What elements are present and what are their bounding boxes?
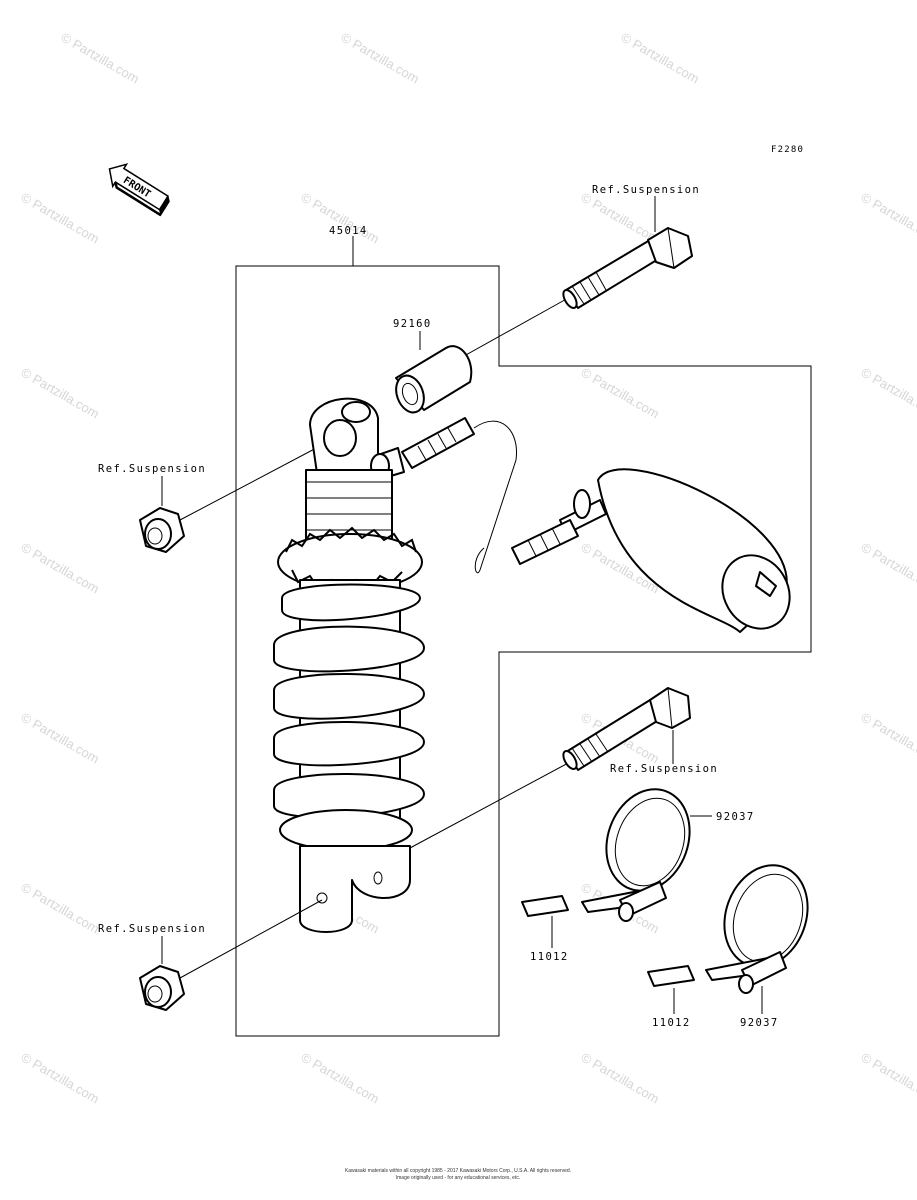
callout-ref-top-bolt: Ref.Suspension xyxy=(592,184,700,196)
callout-45014: 45014 xyxy=(329,225,368,237)
assembly-group-outline xyxy=(235,265,812,1037)
watermark: © Partzilla.com xyxy=(19,710,102,767)
watermark: © Partzilla.com xyxy=(579,1050,662,1107)
watermark: © Partzilla.com xyxy=(859,710,917,767)
watermark: © Partzilla.com xyxy=(19,880,102,937)
callout-92160: 92160 xyxy=(393,318,432,330)
footer-notice: Image originally used - for any educatio… xyxy=(396,1175,521,1181)
top-nut xyxy=(139,444,323,553)
callout-92037-lower: 92037 xyxy=(740,1017,779,1029)
watermark: © Partzilla.com xyxy=(299,1050,382,1107)
watermark: © Partzilla.com xyxy=(19,540,102,597)
watermark: © Partzilla.com xyxy=(339,30,422,87)
callout-92037-upper: 92037 xyxy=(716,811,755,823)
footer-copyright: Kawasaki materials within all copyright … xyxy=(345,1168,571,1174)
shock-absorber xyxy=(273,397,475,933)
watermark: © Partzilla.com xyxy=(579,190,662,247)
watermark: © Partzilla.com xyxy=(859,1050,917,1107)
collar-92160 xyxy=(395,345,473,414)
band-92037-lower xyxy=(705,864,809,994)
watermark: © Partzilla.com xyxy=(59,30,142,87)
figure-code: F2280 xyxy=(771,145,804,155)
watermark: © Partzilla.com xyxy=(19,190,102,247)
watermark: © Partzilla.com xyxy=(19,365,102,422)
front-arrow-icon: FRONT xyxy=(108,163,170,217)
callout-ref-bottom-nut: Ref.Suspension xyxy=(98,923,206,935)
remote-reservoir xyxy=(473,420,791,633)
watermark: © Partzilla.com xyxy=(299,190,382,247)
watermark: © Partzilla.com xyxy=(579,365,662,422)
band-92037-upper xyxy=(581,788,691,922)
pad-11012-upper xyxy=(521,895,569,917)
callout-ref-bottom-bolt: Ref.Suspension xyxy=(610,763,718,775)
watermark: © Partzilla.com xyxy=(859,540,917,597)
watermark: © Partzilla.com xyxy=(859,190,917,247)
top-mounting-bolt xyxy=(429,227,693,376)
callout-11012-upper: 11012 xyxy=(530,951,569,963)
pad-11012-lower xyxy=(647,965,695,987)
watermark: © Partzilla.com xyxy=(619,30,702,87)
watermark: © Partzilla.com xyxy=(859,365,917,422)
watermark: © Partzilla.com xyxy=(19,1050,102,1107)
bottom-mounting-bolt xyxy=(409,687,691,849)
callout-11012-lower: 11012 xyxy=(652,1017,691,1029)
callout-ref-top-nut: Ref.Suspension xyxy=(98,463,206,475)
bottom-nut xyxy=(139,899,323,1011)
